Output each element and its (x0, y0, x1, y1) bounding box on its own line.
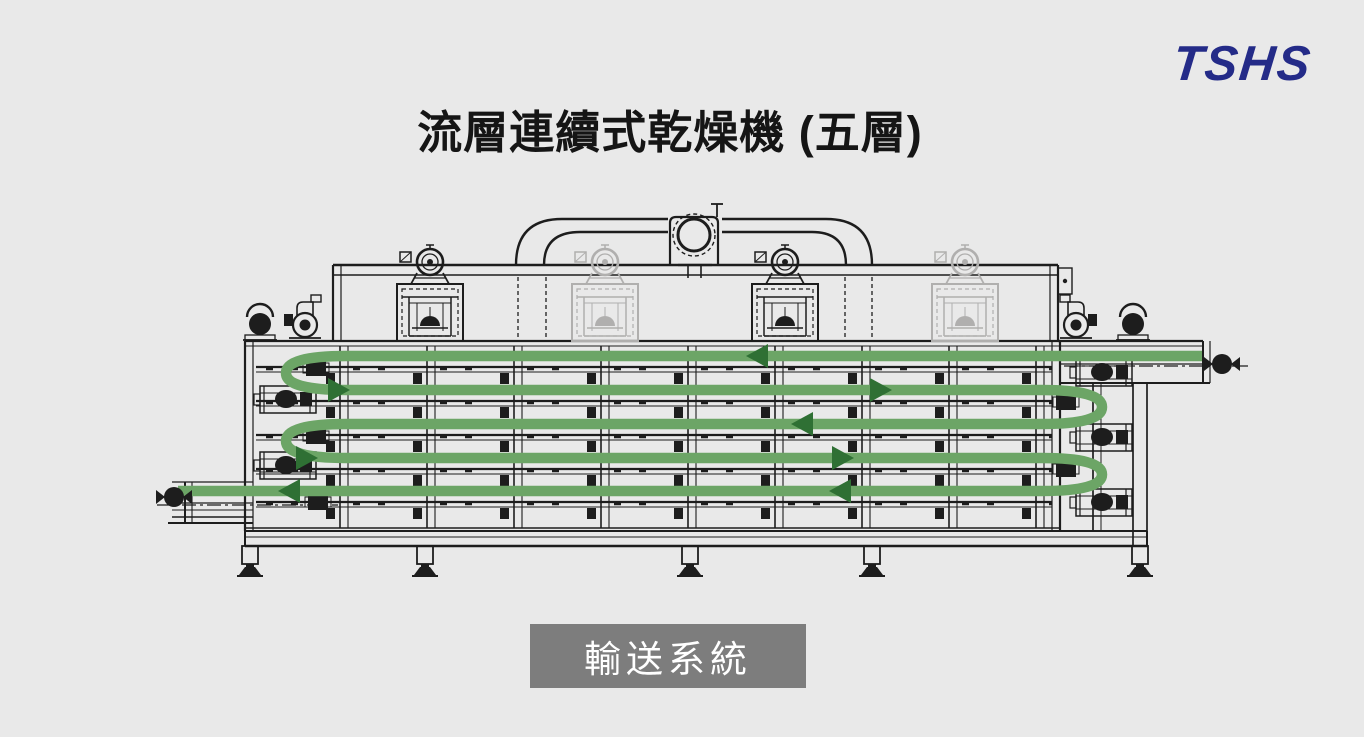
material-flow-path (178, 344, 1202, 503)
blower-fan (668, 203, 723, 278)
caption-label: 輸送系統 (584, 639, 752, 680)
flow-arrows (278, 344, 892, 503)
conveyor-housing (243, 339, 1062, 531)
caption-box: 輸送系統 (530, 624, 806, 688)
page-title: 流層連續式乾燥機 (五層) (417, 107, 923, 158)
vibro-motor-unit-1 (395, 243, 465, 343)
exhaust-duct (514, 217, 874, 266)
vibro-motor-unit-4-ghost (930, 243, 1000, 343)
vibro-motor-unit-2-ghost (570, 243, 640, 343)
right-platform-equipment (1058, 293, 1152, 342)
left-platform-equipment (241, 293, 323, 342)
vibro-motor-unit-3 (750, 243, 820, 343)
base-frame (236, 530, 1154, 577)
